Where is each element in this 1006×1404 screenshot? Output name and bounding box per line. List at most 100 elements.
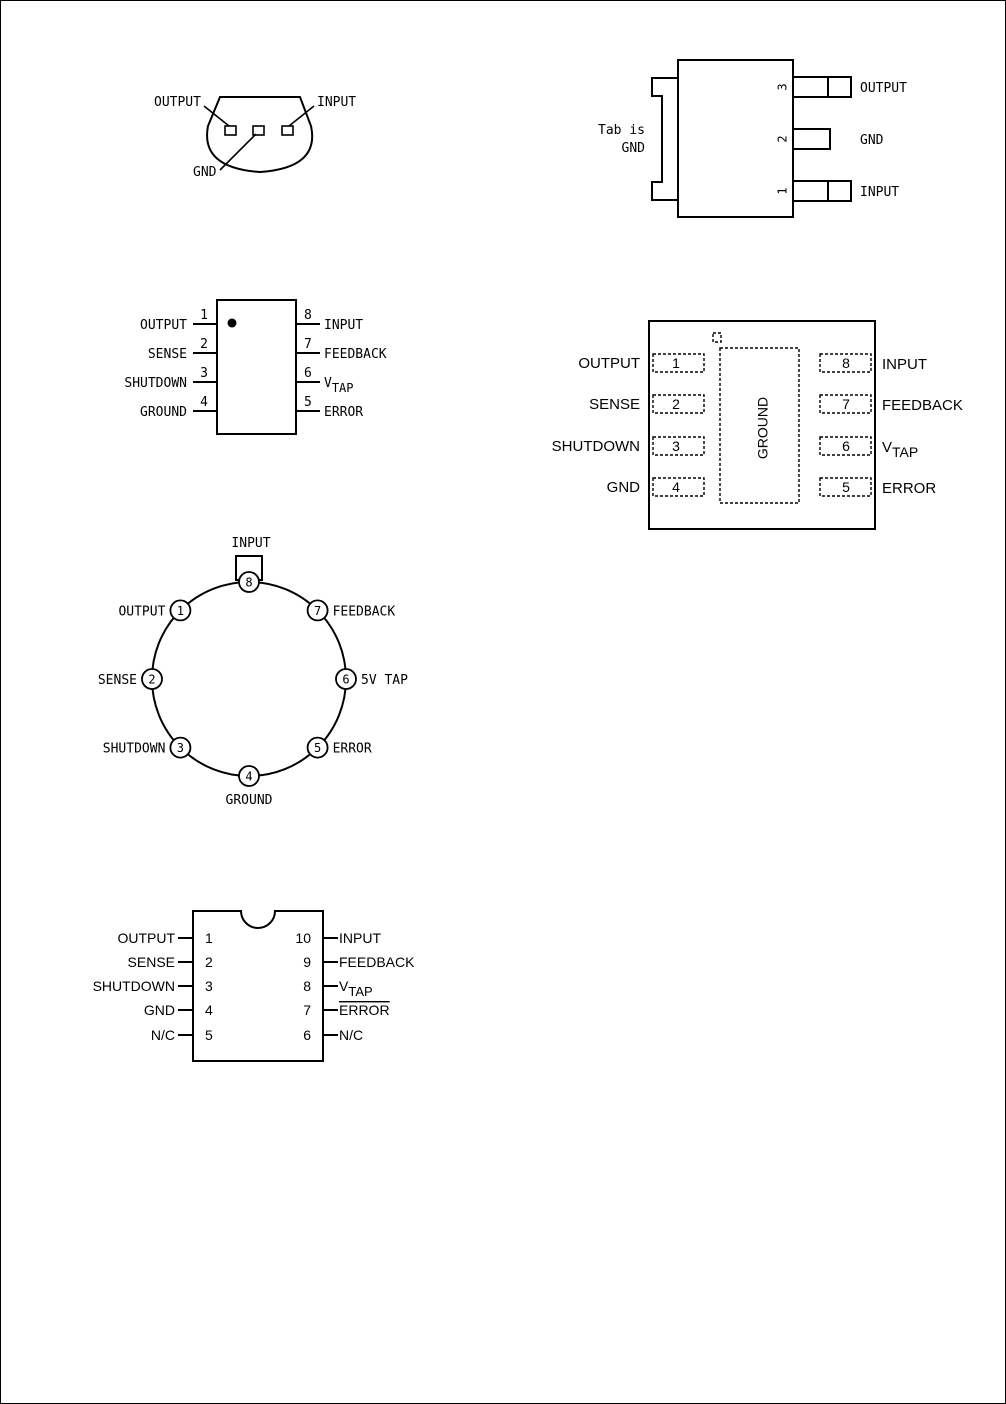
- to99-pin-label: OUTPUT: [118, 604, 165, 619]
- to99-pin-num: 5: [314, 741, 321, 755]
- dpak-tab-note-line2: GND: [622, 141, 646, 156]
- to92-body: [206, 96, 314, 174]
- soic8-pin-num: 8: [304, 308, 312, 323]
- msop10-pin-label: SENSE: [128, 954, 175, 970]
- to92-lead-output: [224, 125, 237, 136]
- lp8-pin-label: INPUT: [882, 356, 927, 373]
- to92-label-input: INPUT: [317, 95, 356, 110]
- lp8-pad-5: [819, 477, 872, 497]
- lp8-pad-1: [652, 353, 705, 373]
- to99-pin-label: FEEDBACK: [333, 604, 396, 619]
- to99-pin-label: GROUND: [226, 793, 273, 808]
- to92-lead-gnd: [252, 125, 265, 136]
- lp8-pin1-marker: [712, 332, 722, 343]
- lp8-pin-label: SHUTDOWN: [552, 438, 640, 455]
- lp8-ground-pad: [719, 347, 800, 504]
- lp8-pin-label: FEEDBACK: [882, 397, 963, 414]
- msop10-pin-num: 10: [295, 930, 311, 946]
- msop10-pin-label: N/C: [339, 1027, 363, 1043]
- to92-label-output: OUTPUT: [154, 95, 201, 110]
- to99-pin-7: [306, 599, 329, 622]
- to92-package: OUTPUT INPUT GND: [154, 95, 356, 180]
- dpak-pin-num-1: 1: [776, 187, 790, 194]
- msop10-pin-num: 9: [303, 954, 311, 970]
- soic8-pin-label: OUTPUT: [140, 318, 187, 333]
- lp8-pad-2: [652, 394, 705, 414]
- lp8-pad-6: [819, 436, 872, 456]
- lp8-pin-num: 2: [672, 396, 680, 412]
- soic8-pin-num: 2: [200, 337, 208, 352]
- soic8-pin-label: VTAP: [324, 376, 354, 395]
- dpak-tab: [651, 77, 678, 201]
- dpak-label-output: OUTPUT: [860, 81, 907, 96]
- soic8-pin1-dot: [227, 318, 237, 328]
- msop10-pin-label: OUTPUT: [117, 930, 175, 946]
- soic8-pin-label: ERROR: [324, 405, 363, 420]
- lp8-pad-8: [819, 353, 872, 373]
- lp8-pin-num: 7: [842, 396, 850, 412]
- lp8-pad-4: [652, 477, 705, 497]
- msop10-pin-label: SHUTDOWN: [93, 978, 175, 994]
- soic8-pin-num: 6: [304, 366, 312, 381]
- msop10-pin-num: 7: [303, 1002, 311, 1018]
- to92-arrow-input: [288, 105, 315, 127]
- msop10-pin-num: 3: [205, 978, 213, 994]
- msop10-pin-num: 8: [303, 978, 311, 994]
- to99-pin-4: [238, 765, 260, 787]
- lp8-pin-num: 6: [842, 438, 850, 454]
- lp8-ground-label: GROUND: [755, 397, 771, 459]
- to92-label-gnd: GND: [193, 165, 217, 180]
- lp8-body: [648, 320, 876, 530]
- to92-arrow-gnd: [219, 133, 257, 171]
- to99-pin-3: [169, 736, 192, 759]
- lp8-pin-num: 5: [842, 479, 850, 495]
- dpak-lead-2: [792, 128, 831, 150]
- dpak-lead-3: [792, 76, 852, 98]
- lp8-pad-7: [819, 394, 872, 414]
- soic8-package: 1OUTPUT2SENSE3SHUTDOWN4GROUND8INPUT7FEED…: [124, 299, 387, 435]
- lp8-pin-label: GND: [607, 479, 641, 496]
- to92-lead-input: [281, 125, 294, 136]
- to99-pin-num: 4: [245, 770, 252, 784]
- to99-pin-label: SENSE: [98, 673, 137, 688]
- soic8-pin-num: 1: [200, 308, 208, 323]
- lp8-pin-num: 3: [672, 438, 680, 454]
- msop10-pin-num: 4: [205, 1002, 213, 1018]
- soic8-body: [216, 299, 297, 435]
- soic8-pin-label: SHUTDOWN: [124, 376, 187, 391]
- soic8-pin-num: 4: [200, 395, 208, 410]
- lp8-pad-3: [652, 436, 705, 456]
- lp8-pin-num: 4: [672, 479, 680, 495]
- to99-pin-num: 8: [245, 576, 252, 590]
- to99-pin-8: [238, 571, 260, 593]
- soic8-pin-num: 3: [200, 366, 208, 381]
- dpak-lead-1: [792, 180, 852, 202]
- soic8-pin-label: INPUT: [324, 318, 363, 333]
- dpak-label-gnd: GND: [860, 133, 884, 148]
- to99-pin-num: 6: [342, 673, 349, 687]
- to99-label-input: INPUT: [231, 536, 270, 551]
- msop10-pin-label: VTAP: [339, 978, 373, 999]
- soic8-pin-num: 7: [304, 337, 312, 352]
- dpak-pin-num-2: 2: [776, 135, 790, 142]
- to99-pin-num: 2: [148, 673, 155, 687]
- msop10-pin-label: INPUT: [339, 930, 381, 946]
- dpak-label-input: INPUT: [860, 185, 899, 200]
- msop10-pin-num: 1: [205, 930, 213, 946]
- soic8-pin-label: GROUND: [140, 405, 187, 420]
- dpak-tab-note-line1: Tab is: [598, 123, 645, 138]
- to99-pin-1: [169, 599, 192, 622]
- msop10-pin-label: GND: [144, 1002, 175, 1018]
- to99-pin-num: 1: [177, 604, 184, 618]
- to92-arrow-output: [203, 105, 230, 127]
- msop10-pin-num: 2: [205, 954, 213, 970]
- to99-pin-label: ERROR: [333, 742, 372, 757]
- msop10-pin-label: FEEDBACK: [339, 954, 415, 970]
- dpak-pin-num-3: 3: [776, 83, 790, 90]
- to99-pin-2: [141, 668, 163, 690]
- lp8-pin-num: 8: [842, 355, 850, 371]
